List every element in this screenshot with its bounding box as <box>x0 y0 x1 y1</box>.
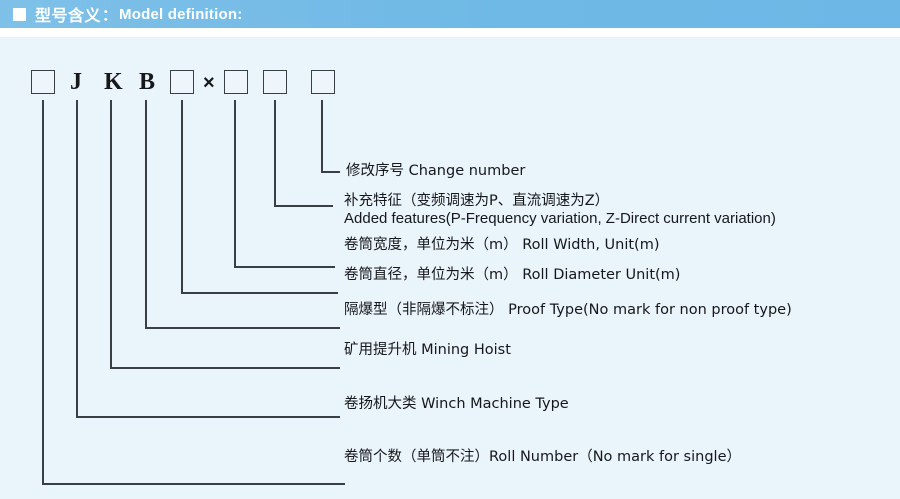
callout-added-features-en: Added features(P-Frequency variation, Z-… <box>344 210 776 227</box>
code-letter-j: J <box>70 69 82 95</box>
header-colon: ： <box>102 6 118 24</box>
callout-proof-type: 隔爆型（非隔爆不标注） Proof Type(No mark for non p… <box>344 301 792 319</box>
header-title-cn: 型号含义 <box>35 6 102 25</box>
callout-roll-diameter: 卷筒直径，单位为米（m） Roll Diameter Unit(m) <box>344 266 680 284</box>
square-bullet-icon <box>13 7 26 21</box>
leader-line-roll-width <box>234 100 335 268</box>
code-box-roll-diameter <box>224 70 248 94</box>
header-title-en: Model definition: <box>119 5 243 23</box>
leader-line-winch-machine-type <box>76 100 340 418</box>
callout-change-number-text: 修改序号 Change number <box>346 163 526 179</box>
callout-winch-machine-type: 卷扬机大类 Winch Machine Type <box>344 395 569 413</box>
code-box-added-features <box>311 70 335 94</box>
callout-roll-number-text: 卷筒个数（单筒不注）Roll Number（No mark for single… <box>344 449 741 465</box>
callout-roll-width-text: 卷筒宽度，单位为米（m） Roll Width, Unit(m) <box>344 237 660 253</box>
header-white-strip <box>0 30 900 37</box>
code-box-proof-type <box>170 70 194 94</box>
code-letter-k: K <box>104 69 123 95</box>
leader-line-roll-diameter <box>181 100 338 294</box>
section-header: 型号含义 ： Model definition: <box>0 0 900 28</box>
callout-roll-width: 卷筒宽度，单位为米（m） Roll Width, Unit(m) <box>344 236 660 254</box>
callout-roll-diameter-text: 卷筒直径，单位为米（m） Roll Diameter Unit(m) <box>344 267 681 283</box>
callout-added-features-cn: 补充特征（变频调速为P、直流调速为Z） <box>344 193 610 209</box>
callout-change-number: 修改序号 Change number <box>346 162 525 180</box>
code-letter-b: B <box>139 69 156 95</box>
code-box-roll-number <box>31 70 55 94</box>
leader-line-added-features <box>274 100 333 207</box>
leader-line-mining-hoist <box>110 100 340 369</box>
callout-mining-hoist-text: 矿用提升机 Mining Hoist <box>344 342 511 358</box>
callout-mining-hoist: 矿用提升机 Mining Hoist <box>344 341 511 359</box>
code-times-sign: × <box>203 72 215 94</box>
callout-roll-number: 卷筒个数（单筒不注）Roll Number（No mark for single… <box>344 448 741 466</box>
callout-proof-type-text: 隔爆型（非隔爆不标注） Proof Type(No mark for non p… <box>344 302 792 318</box>
callout-added-features: 补充特征（变频调速为P、直流调速为Z） Added features(P-Fre… <box>344 192 776 228</box>
leader-line-change-number <box>321 100 340 173</box>
leader-line-proof-type <box>145 100 340 329</box>
model-code-row: J K B × <box>0 69 900 98</box>
callout-winch-machine-type-text: 卷扬机大类 Winch Machine Type <box>344 396 569 412</box>
code-box-roll-width <box>263 70 287 94</box>
header-underline <box>0 28 900 30</box>
leader-line-roll-number <box>42 100 345 485</box>
